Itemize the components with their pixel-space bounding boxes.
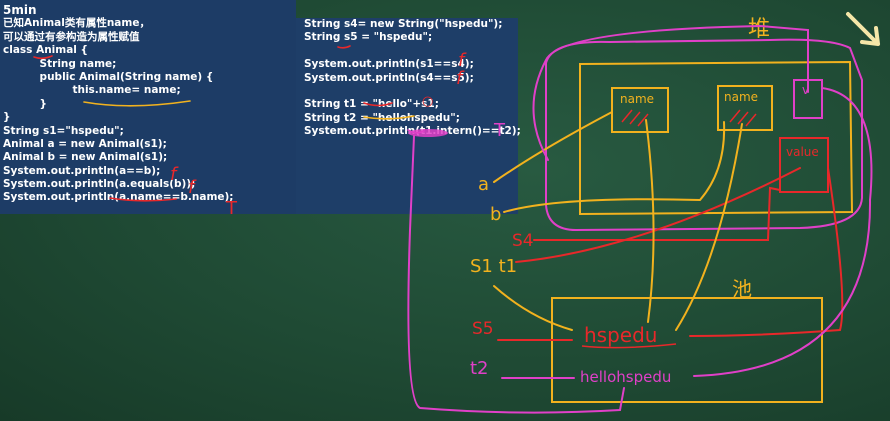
code-line: 可以通过有参构造为属性赋值 [3,30,140,43]
ref-arrow [493,285,573,331]
code-line: String s1="hspedu"; [3,124,124,137]
code-line: String s4= new String("hspedu"); [304,18,503,30]
value-box-label: value [786,145,819,159]
value-box [779,137,829,193]
var-label-t2: t2 [470,358,489,379]
ref-arrow [645,119,655,323]
ref-arrow [533,186,781,241]
pool-label: 池 [732,277,752,301]
underline-mark [363,115,415,120]
circle-mark: ○ [422,94,433,109]
underline-mark [581,343,677,349]
ref-arrow [407,135,625,414]
code-line: String t1 = "hello"+s1; [304,98,439,111]
var-label-s5: S5 [472,319,494,339]
underline-mark [363,102,393,107]
result-mark: f [170,164,179,185]
heap-outline [545,38,863,232]
ref-arrow [493,111,613,183]
pool-entry-hspedu: hspedu [584,323,657,347]
code-line: Animal b = new Animal(s1); [3,151,168,164]
code-line: this.name= name; [3,84,181,97]
pool-entry-hellohspedu: hellohspedu [580,368,671,386]
code-line: System.out.println(a==b); [3,164,161,177]
name-field-label: name [724,90,758,104]
result-mark: T [493,120,506,141]
code-line: System.out.println(s4==s5); [304,71,474,84]
hatch-mark [729,109,757,127]
code-line: System.out.println(s1==s4); [304,58,474,71]
var-label-a: a [478,174,489,195]
code-panel-left: 5min 已知Animal类有属性name， 可以通过有参构造为属性赋值 cla… [0,0,296,214]
result-mark: f [458,50,467,71]
heap-label: 堆 [748,17,770,42]
code-line: Animal a = new Animal(s1); [3,137,167,150]
result-mark: T [225,198,238,219]
var-label-s4: S4 [512,231,534,251]
name-field-label: name [620,92,654,106]
code-line: class Animal { [3,44,89,57]
code-line: String name; [3,57,117,70]
ref-arrow [532,24,809,161]
ref-arrow [689,167,844,337]
code-line: System.out.println(a.name==b.name); [3,191,234,204]
code-line: String s5 = "hspedu"; [304,31,433,44]
code-line: String t2 = "hellohspedu"; [304,111,460,124]
intern-highlight [408,129,448,137]
var-label-b: b [490,204,501,225]
underline-mark [109,197,177,202]
name-field-box [717,85,773,131]
code-line: System.out.println(a.equals(b)); [3,178,196,191]
result-mark: f [188,177,197,198]
underline-mark [337,45,351,49]
code-line: public Animal(String name) { [3,70,214,83]
var-label-s1-t1: S1 t1 [470,256,517,277]
underline-mark [33,55,53,60]
code-line: } [3,97,48,110]
code-line: 已知Animal类有属性name， [3,17,150,30]
v-field-label: v [802,83,809,97]
ref-arrow [503,121,726,213]
pointer-arrow-icon [846,12,880,46]
underline-mark [83,100,191,107]
result-mark: f [456,68,465,89]
code-line: 5min [3,3,37,17]
code-panel-right: String s4= new String("hspedu"); String … [296,18,521,214]
object-box [579,60,854,216]
pool-outline [551,297,823,403]
ref-arrow [515,167,801,263]
ref-arrow [693,87,873,377]
ref-arrow [675,123,743,331]
name-field-box [611,87,669,133]
hatch-mark [621,109,649,127]
code-line: } [3,111,11,124]
